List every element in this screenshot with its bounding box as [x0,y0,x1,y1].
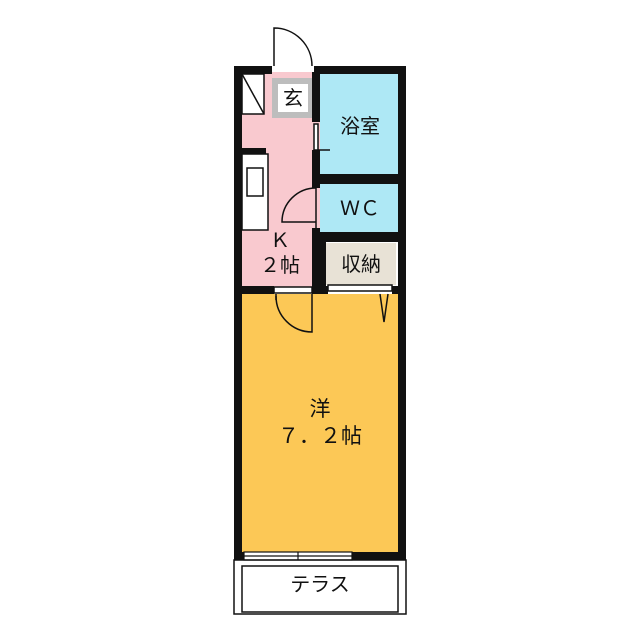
western-room-area [240,294,400,554]
wc-area [320,184,400,232]
storage-label: 収納 [341,252,381,276]
shoe-cabinet [241,73,265,115]
wc-label: ＷＣ [340,196,380,220]
genkan-label: 玄 [283,86,303,110]
kitchen-label-line2: ２帖 [260,253,300,277]
terrace [233,559,407,615]
wc-door [281,187,317,228]
kitchen-counter [241,153,269,231]
kitchen-label-line1: Ｋ [270,228,290,252]
bathroom-door [313,123,330,151]
bathroom-area [320,72,400,174]
bathroom-label: 浴室 [340,114,380,138]
western-room-label-line2: ７．２帖 [278,424,362,448]
entrance-door [273,27,313,67]
western-room-label-line1: 洋 [310,397,331,421]
storage-sliding-door [327,284,393,292]
storage-hinge [379,293,389,323]
outer-walls [234,66,406,560]
genkan-floor [278,84,308,112]
terrace-window [243,551,353,561]
storage-area [326,243,396,285]
terrace-label: テラス [290,572,350,596]
room-door [273,286,313,333]
interior-walls [234,72,400,294]
